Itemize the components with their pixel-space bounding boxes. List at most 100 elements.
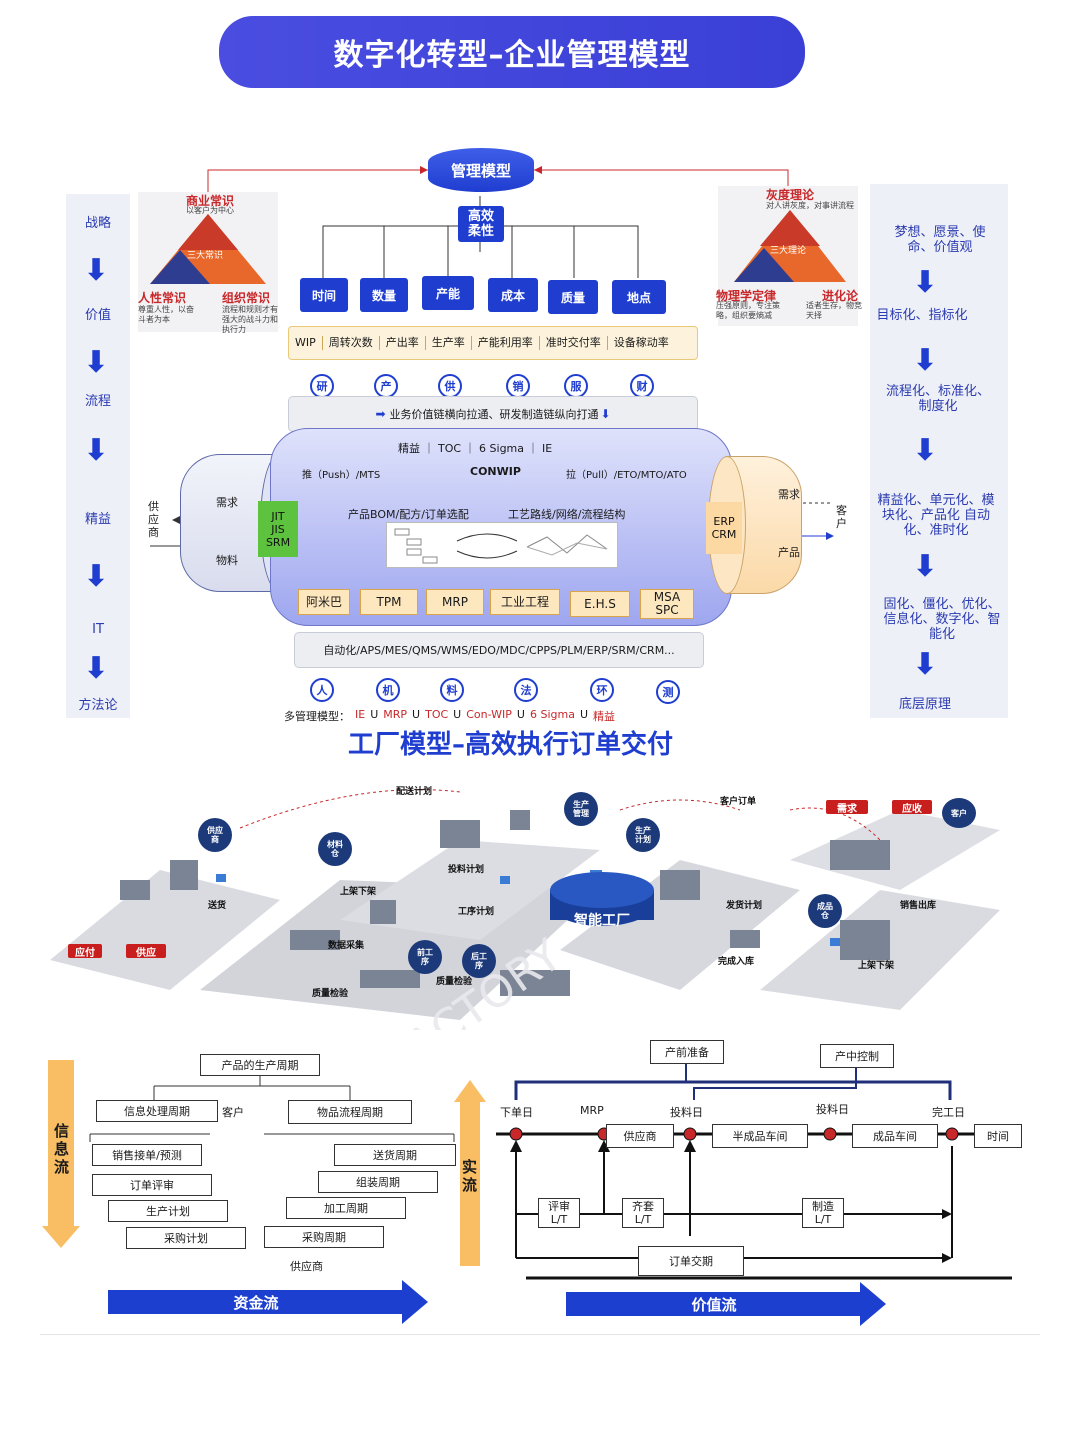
down-arrow-icon: ⬇ [83, 345, 109, 380]
conwip-text: CONWIP [470, 465, 521, 478]
right-triangle-br-sub: 适者生存，物竞天择 [806, 301, 862, 320]
tag-demand: 需求 [826, 800, 868, 815]
multi-item: TOC [425, 708, 449, 721]
multi-item: 精益 [593, 710, 616, 723]
tool-ehs: E.H.S [570, 591, 630, 617]
metrics-row: WIP 周转次数 产出率 生产率 产能利用率 准时交付率 设备稼动率 [288, 326, 698, 360]
multi-item: IE [355, 708, 366, 721]
stage-supplier: 供应商 [606, 1124, 674, 1148]
label-putaway: 上架下架 [340, 887, 377, 897]
union-symbol: U [370, 708, 379, 721]
dimension-capacity: 产能 [422, 276, 474, 310]
label-smart-factory: 智能工厂 [574, 913, 630, 929]
left-item-it: IT [92, 622, 104, 637]
right-item-process: 流程化、标准化、制度化 [886, 384, 991, 414]
label-finished-wh: 成品 仓 [808, 894, 842, 928]
routing-text: 工艺路线/网络/流程结构 [508, 508, 626, 521]
management-model-cylinder: 管理模型 [428, 148, 534, 192]
label-data-collect: 数据采集 [328, 941, 365, 951]
left-triangle-center: 三大常识 [187, 251, 224, 261]
stage-finished: 成品车间 [852, 1124, 938, 1148]
right-principles-panel [870, 184, 1008, 718]
right-item-delivery: 送货周期 [334, 1144, 456, 1166]
tool-tpm: TPM [360, 589, 418, 615]
left-item-methodology: 方法论 [78, 698, 118, 713]
down-arrow-icon: ⬇ [912, 433, 938, 468]
pull-text: 拉（Pull）/ETO/MTO/ATO [566, 470, 687, 481]
tag-receivable: 应收 [892, 800, 932, 815]
down-arrow-icon: ⬇ [83, 433, 109, 468]
left-item-lean: 精益 [84, 512, 111, 527]
factor-environment: 环 [590, 678, 614, 702]
triangle-left [150, 250, 210, 284]
left-item-review: 订单评审 [92, 1174, 212, 1196]
metric-otd: 准时交付率 [540, 336, 608, 350]
label-production-mgmt: 生产 管理 [564, 792, 598, 826]
union-symbol: U [453, 708, 462, 721]
label-putaway2: 上架下架 [858, 961, 895, 971]
union-symbol: U [516, 708, 525, 721]
dimension-location: 地点 [612, 280, 666, 314]
down-arrow-icon: ⬇ [912, 647, 938, 682]
real-flow-label: 实流 [462, 1158, 478, 1194]
triangle-top [760, 210, 820, 246]
value-flow-label: 价值流 [691, 1295, 737, 1314]
bom-text: 产品BOM/配方/订单选配 [348, 508, 469, 521]
label-delivery-plan: 配送计划 [396, 787, 433, 797]
page-title: 数字化转型–企业管理模型 [219, 16, 805, 88]
label-qc2: 质量检验 [436, 977, 473, 987]
label-customer: 客户 [942, 798, 976, 828]
label-post-process: 后工 序 [462, 944, 496, 978]
factor-man: 人 [310, 678, 334, 702]
down-arrow-icon: ⬇ [912, 549, 938, 584]
union-symbol: U [579, 708, 589, 721]
chain-node-rd: 研 [310, 374, 334, 398]
multi-item: MRP [383, 708, 408, 721]
metric-turnover: 周转次数 [323, 336, 380, 350]
multi-model-label: 多管理模型： [284, 710, 350, 723]
systems-bar: 自动化/APS/MES/QMS/WMS/EDO/MDC/CPPS/PLM/ERP… [294, 632, 704, 668]
left-item-process: 流程 [84, 394, 111, 409]
down-arrow-icon: ⬇ [912, 343, 938, 378]
multi-item: 6 Sigma [529, 708, 575, 721]
left-triangle-br-title: 组织常识 [222, 291, 271, 305]
factor-measurement: 测 [656, 680, 680, 704]
down-arrow-icon: ⬇ [83, 651, 109, 686]
lt-kitting: 齐套 L/T [622, 1198, 664, 1228]
supplier-label: 供应商 [148, 500, 159, 539]
right-triangle-bl-sub: 压强原则，专注策略，组织要熵减 [716, 301, 780, 320]
left-triangle-br-sub: 流程和规则才有强大的战斗力和执行力 [222, 305, 278, 334]
right-item-procurement: 采购周期 [264, 1226, 384, 1248]
right-triangle-center: 三大理论 [770, 246, 807, 256]
down-arrow-icon: ⬇ [83, 559, 109, 594]
left-item-plan: 生产计划 [108, 1200, 228, 1222]
multi-model-line: 多管理模型： IE U MRP U TOC U Con-WIP U 6 Sigm… [284, 708, 615, 724]
left-item-sales: 销售接单/预测 [92, 1144, 202, 1166]
jit-box: JIT JIS SRM [258, 501, 298, 557]
material-cycle-box: 物品流程周期 [288, 1100, 412, 1124]
left-triangle-bl-title: 人性常识 [138, 291, 187, 305]
left-triangle-top-title: 商业常识 [186, 194, 235, 208]
right-demand-label: 需求 [778, 488, 800, 501]
left-item-value: 价值 [84, 308, 111, 323]
money-flow-arrow: 资金流 [108, 1290, 404, 1314]
value-flow-arrowhead [860, 1282, 886, 1326]
point-order-date: 下单日 [500, 1106, 533, 1119]
label-ship-plan: 发货计划 [726, 901, 763, 911]
right-triangle-br-title: 进化论 [822, 289, 859, 303]
right-item-vision: 梦想、愿景、使命、价值观 [894, 225, 986, 255]
left-demand-label: 需求 [216, 496, 238, 509]
process-structure-icon [394, 528, 608, 564]
prep-box: 产前准备 [650, 1040, 724, 1064]
down-arrow-icon: ⬇ [912, 265, 938, 300]
left-triangle-bl-sub: 尊重人性，以奋斗者为本 [138, 305, 194, 324]
stage-time: 时间 [974, 1124, 1022, 1148]
left-item-purchase: 采购计划 [126, 1227, 246, 1249]
multi-item: Con-WIP [466, 708, 512, 721]
right-item-assembly: 组装周期 [318, 1171, 438, 1193]
union-symbol: U [412, 708, 421, 721]
label-material-wh: 材料 仓 [318, 832, 352, 866]
factory-isometric-illustration: FACTORY [50, 789, 1000, 1030]
label-process-plan: 投料计划 [448, 865, 485, 875]
label-production-plan: 生产 计划 [626, 818, 660, 852]
